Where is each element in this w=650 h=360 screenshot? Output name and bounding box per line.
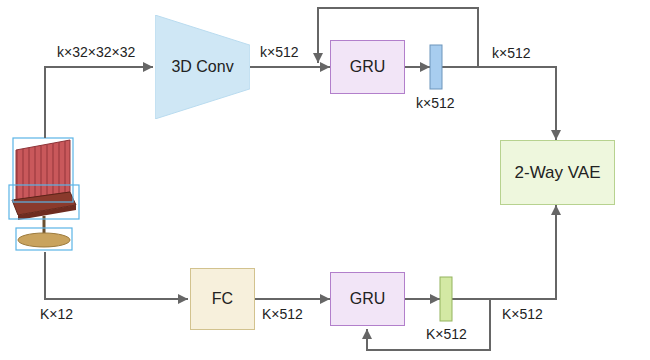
gru-box: GRU (330, 272, 405, 326)
dimension-label: K×512 (260, 306, 305, 322)
input-line (45, 252, 188, 299)
hidden-state-bar (430, 45, 442, 89)
node-text: 3D Conv (171, 58, 233, 76)
node-text: FC (212, 290, 233, 308)
connector-arrow (405, 67, 556, 140)
fc-box: FC (190, 268, 255, 330)
dimension-label: k×512 (258, 44, 301, 60)
node-text: GRU (350, 290, 386, 308)
hidden-state-bar (440, 277, 452, 321)
dimension-label: K×512 (500, 306, 545, 322)
connector-arrow (405, 205, 556, 299)
arrow-head (430, 294, 440, 304)
vae-box: 2-Way VAE (500, 140, 615, 205)
dimension-label: K×12 (38, 306, 75, 322)
dimension-label: k×512 (490, 45, 533, 61)
connector-arrow (255, 298, 330, 300)
arrow-head (420, 62, 430, 72)
chair-illustration (9, 138, 79, 250)
dimension-label: K×512 (424, 326, 469, 342)
gru-box: GRU (330, 40, 405, 94)
dimension-label: k×512 (414, 95, 457, 111)
node-text: GRU (350, 58, 386, 76)
input-line (45, 67, 153, 138)
connector-arrow (250, 66, 330, 68)
conv-encoder: 3D Conv (155, 15, 250, 119)
node-text: 2-Way VAE (515, 163, 601, 183)
dimension-label: k×32×32×32 (55, 44, 137, 60)
